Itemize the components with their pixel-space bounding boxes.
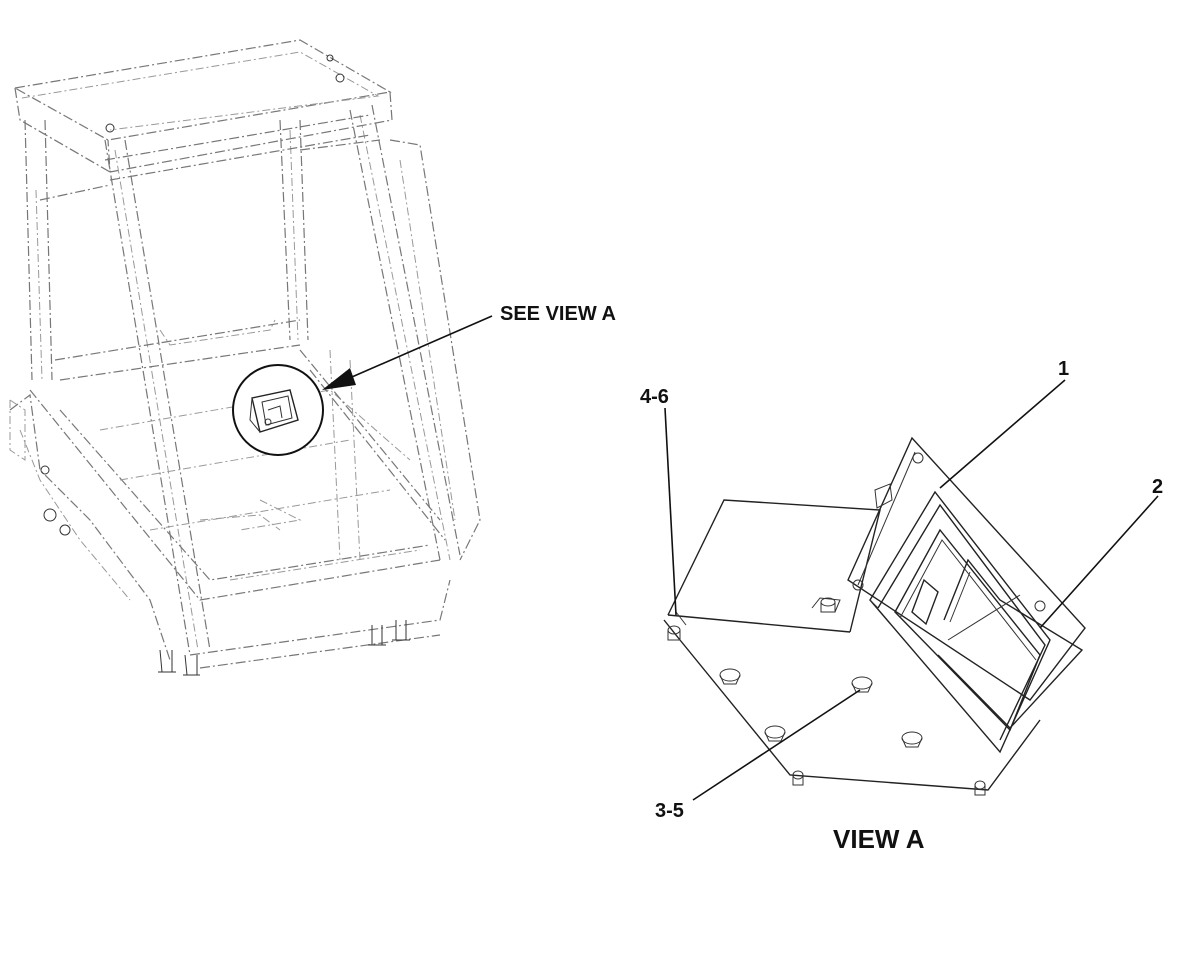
item-4-6-callout: 4-6: [640, 386, 669, 408]
cab-frame: [9, 39, 493, 676]
see-view-a-label: SEE VIEW A: [500, 303, 616, 325]
item-1-callout: 1: [1058, 358, 1070, 380]
view-a-title: VIEW A: [833, 824, 925, 854]
view-a-assembly: [663, 379, 1159, 801]
item-2-callout: 2: [1152, 476, 1164, 498]
item-3-5-callout: 3-5: [655, 800, 684, 822]
